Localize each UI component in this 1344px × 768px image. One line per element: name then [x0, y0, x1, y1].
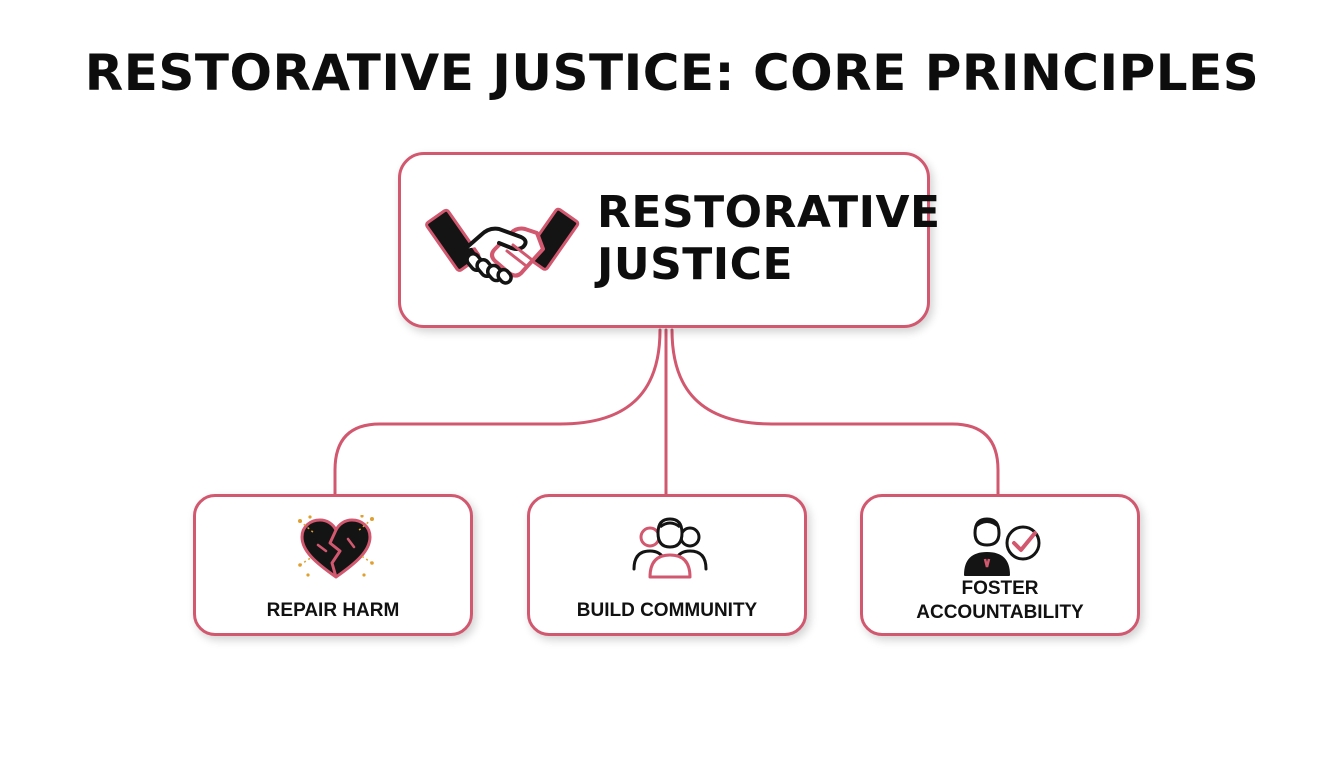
people-group-icon [630, 515, 710, 583]
child-label: BUILD COMMUNITY [576, 600, 758, 621]
broken-heart-icon [296, 514, 376, 583]
child-node-build-community: BUILD COMMUNITY [527, 494, 807, 636]
child-label-line-2: ACCOUNTABILITY [916, 602, 1084, 623]
person-check-icon [963, 515, 1043, 583]
child-label: FOSTER ACCOUNTABILITY [863, 577, 1137, 625]
root-label-line-2: JUSTICE [597, 239, 794, 290]
root-label-line-1: RESTORATIVE [597, 187, 941, 238]
child-node-foster-accountability: FOSTER ACCOUNTABILITY [860, 494, 1140, 636]
connector-right [670, 328, 1000, 496]
diagram-title: RESTORATIVE JUSTICE: CORE PRINCIPLES [84, 44, 1260, 102]
child-label-line-1: FOSTER [961, 578, 1039, 599]
handshake-icon [425, 193, 581, 293]
child-node-repair-harm: REPAIR HARM [193, 494, 473, 636]
child-label: REPAIR HARM [266, 600, 400, 621]
connector-left [333, 328, 662, 496]
root-label: RESTORATIVE JUSTICE [597, 187, 941, 291]
root-node: RESTORATIVE JUSTICE [398, 152, 941, 328]
